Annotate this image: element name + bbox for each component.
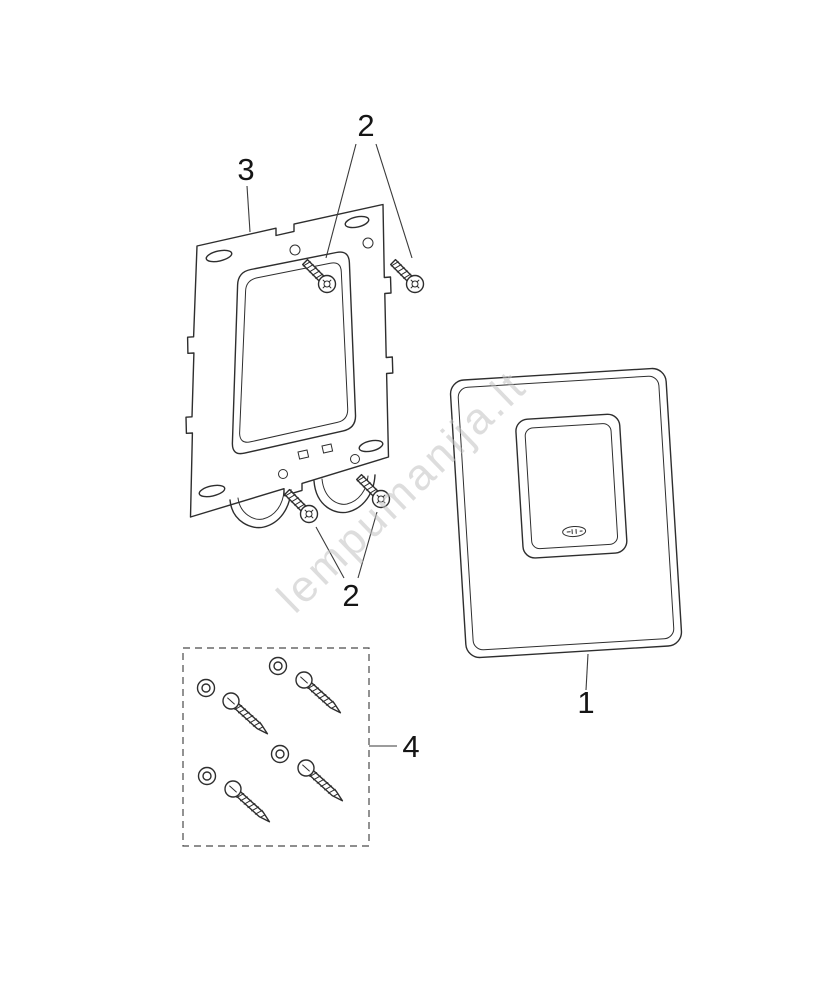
frame-hook-inner — [237, 490, 285, 520]
washer — [270, 744, 290, 764]
frame-latch-detail — [321, 443, 334, 454]
leader-line — [375, 143, 413, 259]
frame-window-inner — [239, 262, 349, 443]
frame-hook — [229, 489, 292, 529]
brand-logo — [562, 525, 587, 538]
leader-line — [325, 143, 357, 259]
leader-lines — [246, 143, 589, 747]
washer — [268, 656, 288, 676]
frame-slot — [358, 439, 384, 453]
fixing-screw — [386, 255, 428, 297]
callout-frame: 3 — [237, 152, 254, 187]
frame-slot — [205, 249, 233, 263]
frame-screw-hole — [350, 454, 360, 464]
mounting-frame — [185, 203, 394, 529]
leader-line — [246, 185, 251, 233]
wood-screw — [221, 777, 276, 829]
washer — [197, 766, 217, 786]
button-bezel — [515, 413, 628, 559]
plate-outline — [449, 367, 683, 659]
callout-fixing-set: 4 — [402, 729, 419, 764]
flush-button — [524, 423, 619, 550]
leader-line — [357, 511, 378, 579]
frame-latch-detail — [297, 449, 310, 460]
washer — [196, 678, 216, 698]
frame-screw-hole — [278, 469, 288, 479]
plate-face — [457, 375, 675, 651]
fixing-set-box — [182, 647, 370, 847]
leader-line — [315, 526, 345, 579]
frame-slot — [198, 484, 226, 498]
wood-screw — [292, 668, 347, 720]
wood-screw — [219, 689, 274, 741]
frame-slot — [344, 215, 370, 229]
flush-plate — [449, 367, 683, 659]
callout-screws-bottom: 2 — [342, 578, 359, 613]
callout-screws-top: 2 — [357, 108, 374, 143]
wood-screw — [294, 756, 349, 808]
frame-screw-hole — [289, 244, 301, 256]
frame-window-outer — [231, 251, 357, 455]
frame-screw-hole — [362, 237, 374, 249]
brand-logo-text — [566, 528, 583, 535]
leader-line — [585, 653, 589, 691]
callout-plate: 1 — [577, 685, 594, 720]
